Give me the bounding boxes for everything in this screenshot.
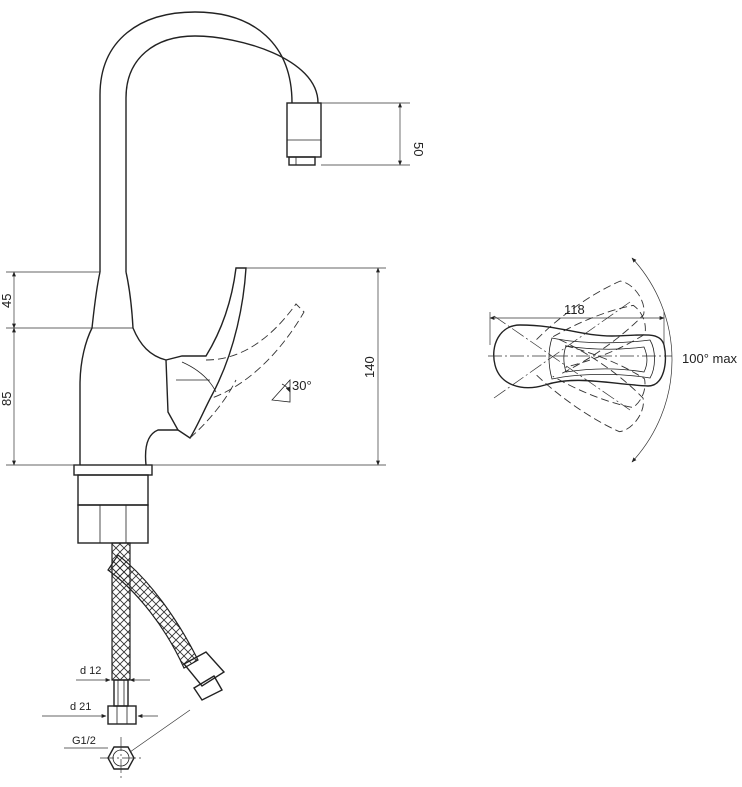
lever-angle-label: 30° <box>292 378 312 393</box>
faucet-spout <box>99 11 322 272</box>
hex-base <box>77 504 149 544</box>
body-height-dimension: 85 <box>0 392 14 406</box>
supply-hoses <box>100 542 226 780</box>
fitting-diameter-label: d 21 <box>70 701 91 713</box>
height-dimensions: 50 140 45 85 <box>0 102 426 466</box>
handle-top-view: 118 100° max <box>488 257 738 463</box>
lever-height-dimension: 45 <box>0 294 14 308</box>
hose-fitting-nut <box>107 705 137 725</box>
faucet-body <box>73 271 180 544</box>
total-height-dimension: 140 <box>362 356 377 378</box>
spout-nozzle-dimension: 50 <box>411 142 426 156</box>
hose-diameter-label: d 12 <box>80 665 101 677</box>
handle-rotation-label: 100° max <box>682 351 738 366</box>
spout-nozzle <box>286 102 322 158</box>
hose-dimensions: d 12 d 21 G1/2 <box>42 665 158 749</box>
lever-handle: 30° <box>165 267 312 439</box>
handle-reach-dimension: 118 <box>564 302 585 317</box>
mounting-nut <box>77 474 149 506</box>
thread-label: G1/2 <box>72 735 96 747</box>
